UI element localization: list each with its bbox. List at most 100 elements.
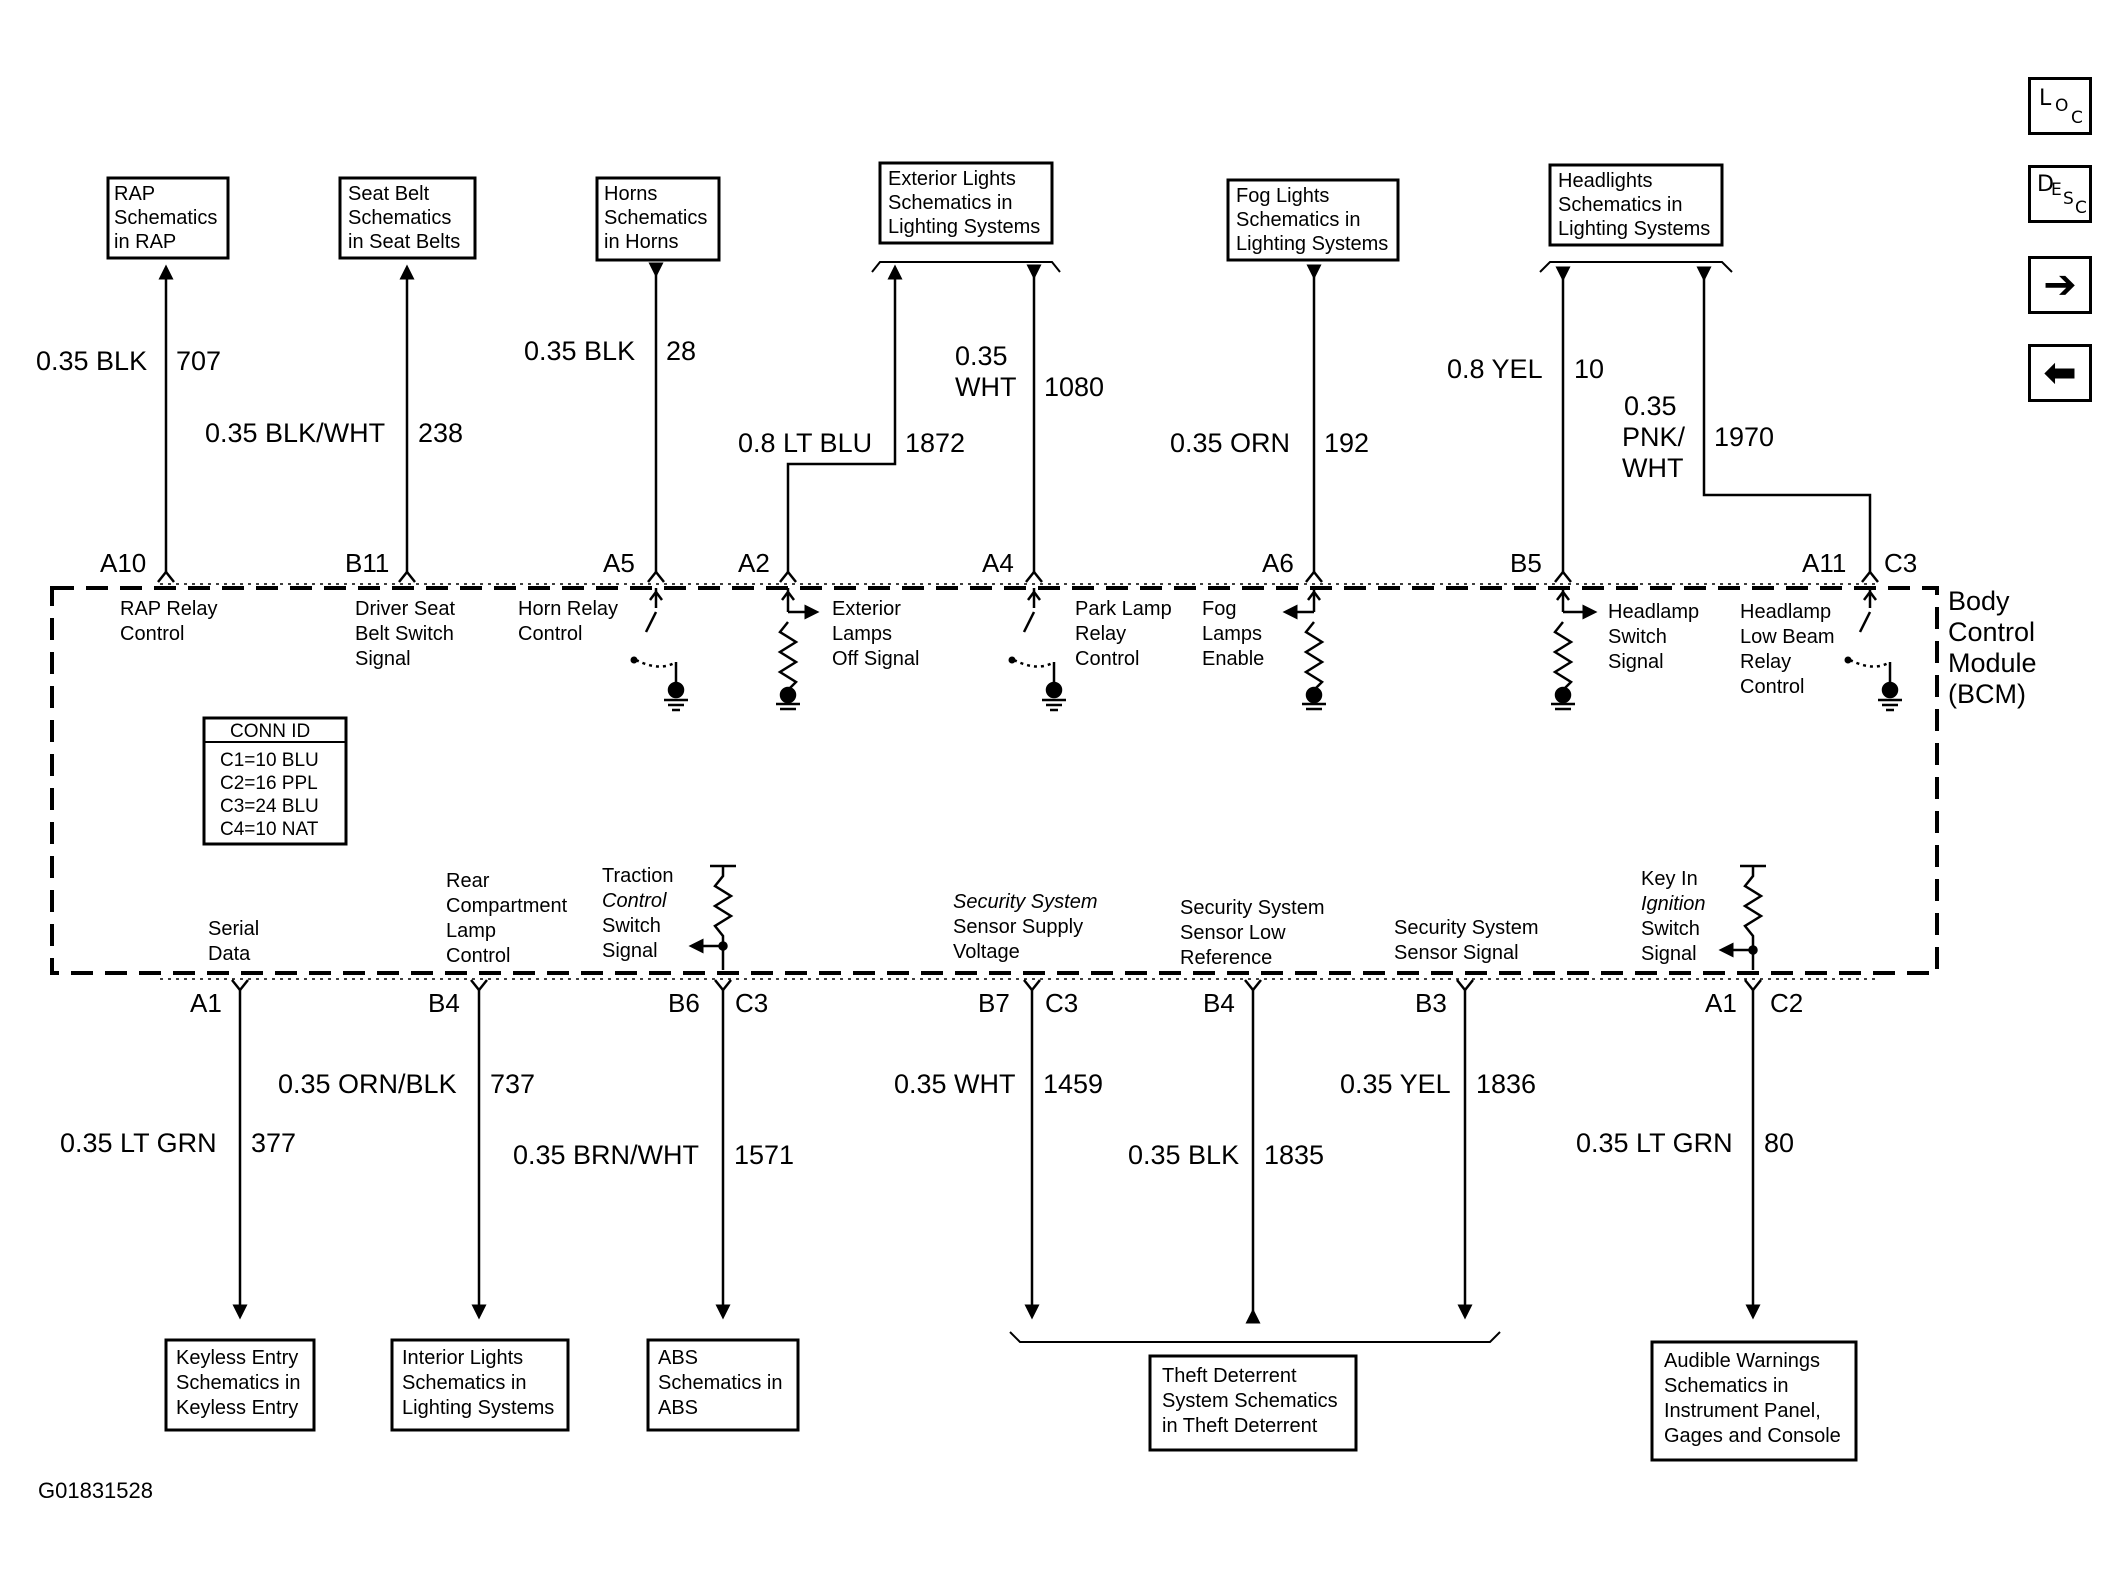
bracket-exterior-lights: [871, 261, 1061, 273]
svg-text:A1: A1: [190, 988, 222, 1018]
svg-text:1571: 1571: [734, 1140, 794, 1170]
wire-1970: [1696, 266, 1872, 572]
svg-text:A10: A10: [100, 548, 146, 578]
svg-text:377: 377: [251, 1128, 296, 1158]
prev-button[interactable]: ⬅: [2028, 344, 2092, 402]
svg-text:B4: B4: [1203, 988, 1235, 1018]
svg-text:0.35 ORN: 0.35 ORN: [1170, 428, 1290, 458]
svg-text:B5: B5: [1510, 548, 1542, 578]
top-connector-marks: [157, 569, 1879, 583]
loc-icon: L: [2039, 86, 2052, 111]
bottom-wire-labels: 0.35 LT GRN 377 0.35 ORN/BLK 737 0.35 BR…: [60, 1069, 1794, 1170]
desc-button[interactable]: D E S C: [2028, 165, 2092, 223]
desc-icon: D: [2037, 172, 2054, 197]
top-wire-labels: 0.35 BLK 707 0.35 BLK/WHT 238 0.35 BLK 2…: [36, 336, 1774, 483]
svg-text:28: 28: [666, 336, 696, 366]
loc-button[interactable]: L O C: [2028, 77, 2092, 135]
traction-control-input-resistor: [688, 864, 736, 970]
low-beam-relay-switch: [1849, 588, 1892, 690]
next-button[interactable]: ➔: [2028, 256, 2092, 314]
svg-text:C3: C3: [1884, 548, 1917, 578]
arrow-right-icon: ➔: [2043, 262, 2077, 308]
svg-text:0.35 ORN/BLK: 0.35 ORN/BLK: [278, 1069, 457, 1099]
low-beam-relay-ground: [1878, 681, 1902, 712]
svg-text:0.35 LT GRN: 0.35 LT GRN: [1576, 1128, 1733, 1158]
svg-text:1459: 1459: [1043, 1069, 1103, 1099]
horn-relay-ground: [664, 681, 688, 712]
svg-text:0.35 LT GRN: 0.35 LT GRN: [60, 1128, 217, 1158]
svg-text:C3: C3: [1045, 988, 1078, 1018]
svg-text:737: 737: [490, 1069, 535, 1099]
svg-text:1080: 1080: [1044, 372, 1104, 402]
svg-text:80: 80: [1764, 1128, 1794, 1158]
svg-text:0.35 BLK: 0.35 BLK: [524, 336, 635, 366]
svg-text:0.35 BRN/WHT: 0.35 BRN/WHT: [513, 1140, 699, 1170]
horn-relay-switch: [635, 588, 678, 690]
svg-text:0.35 BLK/WHT: 0.35 BLK/WHT: [205, 418, 385, 448]
module-name: Body Control Module (BCM): [1948, 586, 2044, 709]
svg-text:1836: 1836: [1476, 1069, 1536, 1099]
svg-text:C2=16 PPL: C2=16 PPL: [220, 773, 318, 794]
key-in-ignition-input-resistor: [1718, 864, 1766, 970]
svg-text:0.35 BLK: 0.35 BLK: [1128, 1140, 1239, 1170]
svg-text:B4: B4: [428, 988, 460, 1018]
svg-text:A2: A2: [738, 548, 770, 578]
bcm-module-boundary: [50, 586, 1939, 975]
svg-text:1872: 1872: [905, 428, 965, 458]
svg-text:WHT: WHT: [1622, 453, 1683, 483]
bottom-pin-labels: A1 B4 B6 C3 B7 C3 B4 B3 A1 C2: [190, 988, 1803, 1018]
svg-text:1835: 1835: [1264, 1140, 1324, 1170]
svg-text:C3=24 BLU: C3=24 BLU: [220, 796, 319, 817]
fog-lamps-input-resistor: [1282, 588, 1326, 711]
wire-1872: [786, 264, 903, 572]
svg-text:0.35: 0.35: [955, 341, 1008, 371]
bracket-theft-deterrent: [1009, 1331, 1501, 1343]
arrow-left-icon: ⬅: [2043, 350, 2077, 396]
figure-id: G01831528: [38, 1478, 153, 1503]
svg-text:B7: B7: [978, 988, 1010, 1018]
svg-text:B11: B11: [345, 548, 389, 578]
svg-text:A4: A4: [982, 548, 1014, 578]
svg-text:A6: A6: [1262, 548, 1294, 578]
svg-text:0.8 YEL: 0.8 YEL: [1447, 354, 1543, 384]
svg-text:1970: 1970: [1714, 422, 1774, 452]
svg-text:238: 238: [418, 418, 463, 448]
svg-text:0.8 LT BLU: 0.8 LT BLU: [738, 428, 872, 458]
svg-text:A5: A5: [603, 548, 635, 578]
